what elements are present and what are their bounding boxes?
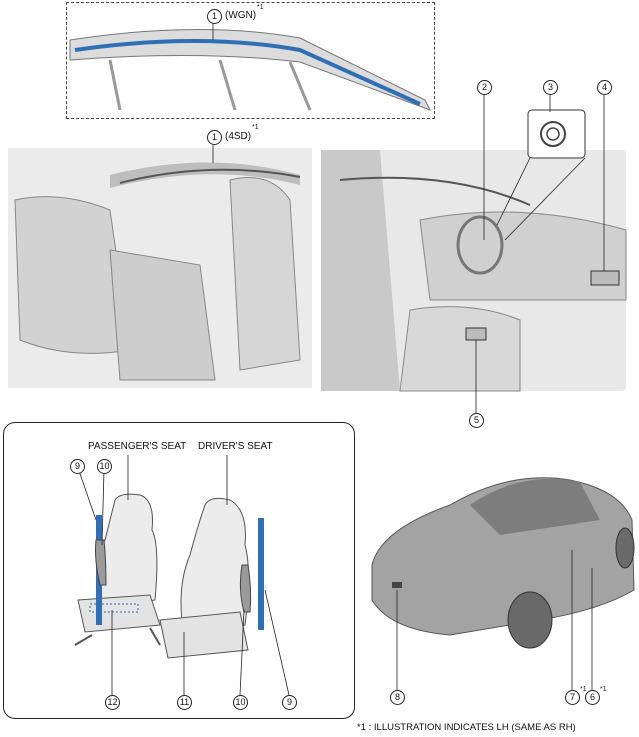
callout-10-driver: 10 bbox=[233, 695, 248, 710]
wgn-footnote-mark: *1 bbox=[257, 4, 264, 11]
driver-side-airbag bbox=[239, 564, 252, 613]
callout-1-sd: 1 bbox=[207, 130, 222, 145]
driver-seatbelt bbox=[258, 518, 264, 630]
wgn-roof-illustration bbox=[69, 22, 432, 111]
clock-spring-inset bbox=[527, 109, 586, 159]
driver-seat-label: DRIVER'S SEAT bbox=[198, 441, 273, 452]
passenger-seat-label: PASSENGER'S SEAT bbox=[88, 441, 187, 452]
callout-10-passenger: 10 bbox=[97, 459, 112, 474]
sd-footnote-mark: *1 bbox=[252, 124, 259, 131]
wgn-curtain-airbag bbox=[74, 39, 421, 106]
seats-illustration bbox=[74, 455, 290, 696]
callout-9-passenger: 9 bbox=[70, 459, 85, 474]
sd-label: (4SD) bbox=[225, 131, 252, 142]
front-interior-illustration bbox=[321, 93, 627, 413]
footnote: *1 : ILLUSTRATION INDICATES LH (SAME AS … bbox=[357, 722, 576, 733]
module-5-part bbox=[465, 327, 487, 341]
callout-7-footnote-mark: *1 bbox=[580, 686, 587, 693]
callout-4: 4 bbox=[597, 80, 612, 95]
wgn-label: (WGN) bbox=[225, 10, 257, 21]
callout-7: 7 bbox=[565, 690, 580, 705]
callout-8: 8 bbox=[390, 690, 405, 705]
callout-9-driver: 9 bbox=[282, 695, 297, 710]
callout-12: 12 bbox=[105, 695, 120, 710]
callout-2: 2 bbox=[477, 80, 492, 95]
seats-panel bbox=[3, 422, 355, 719]
callout-6-footnote-mark: *1 bbox=[600, 686, 607, 693]
callout-3: 3 bbox=[543, 80, 558, 95]
sd-curtain-airbag bbox=[119, 168, 301, 184]
rear-interior-illustration bbox=[8, 143, 312, 388]
module-4-part bbox=[590, 270, 620, 286]
callout-6: 6 bbox=[585, 690, 600, 705]
front-sensor-part bbox=[392, 582, 402, 588]
car-exterior-illustration bbox=[371, 477, 635, 690]
wgn-panel bbox=[66, 2, 435, 119]
callout-1-wgn: 1 bbox=[207, 9, 222, 24]
callout-5: 5 bbox=[469, 413, 484, 428]
passenger-side-airbag bbox=[95, 539, 107, 586]
callout-11: 11 bbox=[177, 695, 192, 710]
